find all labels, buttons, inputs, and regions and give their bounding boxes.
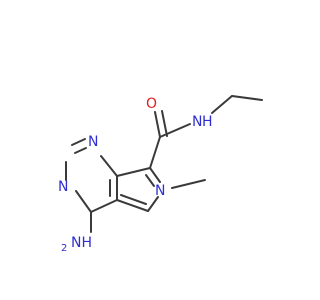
bond-c7a-c7	[116, 167, 151, 177]
atom-amino-nh: NH	[71, 235, 92, 251]
bond-c5-c4a-inner	[120, 194, 147, 205]
atom-amino-subscript: 2	[61, 243, 67, 254]
atom-carbonyl-o: O	[146, 96, 157, 112]
bond-c4-c4a	[90, 199, 118, 213]
bond-c5-c4a	[116, 199, 149, 212]
atom-amide-h: H	[202, 114, 213, 130]
bond-carbonyl-amide-n	[159, 123, 191, 138]
bond-carbonyl-o	[154, 111, 161, 138]
bond-c7-n6	[149, 167, 161, 183]
bond-c7a-n1	[100, 155, 118, 177]
bond-c7-n6-inner	[145, 174, 155, 187]
atom-n1: N	[88, 134, 98, 150]
atom-n3: N	[58, 179, 68, 195]
bond-n1-c2	[71, 138, 86, 146]
bond-n6-c5	[147, 196, 159, 212]
bond-n6-methyl	[171, 179, 206, 189]
atom-n6: N	[155, 183, 165, 199]
bond-amide-n-ethyl	[211, 95, 233, 114]
atom-amide-n: N	[192, 114, 202, 130]
bond-n3-c4	[75, 190, 92, 213]
bond-c7-carbonyl	[149, 136, 161, 169]
bond-ethyl-ch3	[231, 95, 263, 101]
molecule-structure: N N N N H O NH 2	[58, 95, 263, 254]
bond-carbonyl-o-second	[161, 110, 168, 137]
bond-n1-c2-inner	[74, 147, 87, 154]
